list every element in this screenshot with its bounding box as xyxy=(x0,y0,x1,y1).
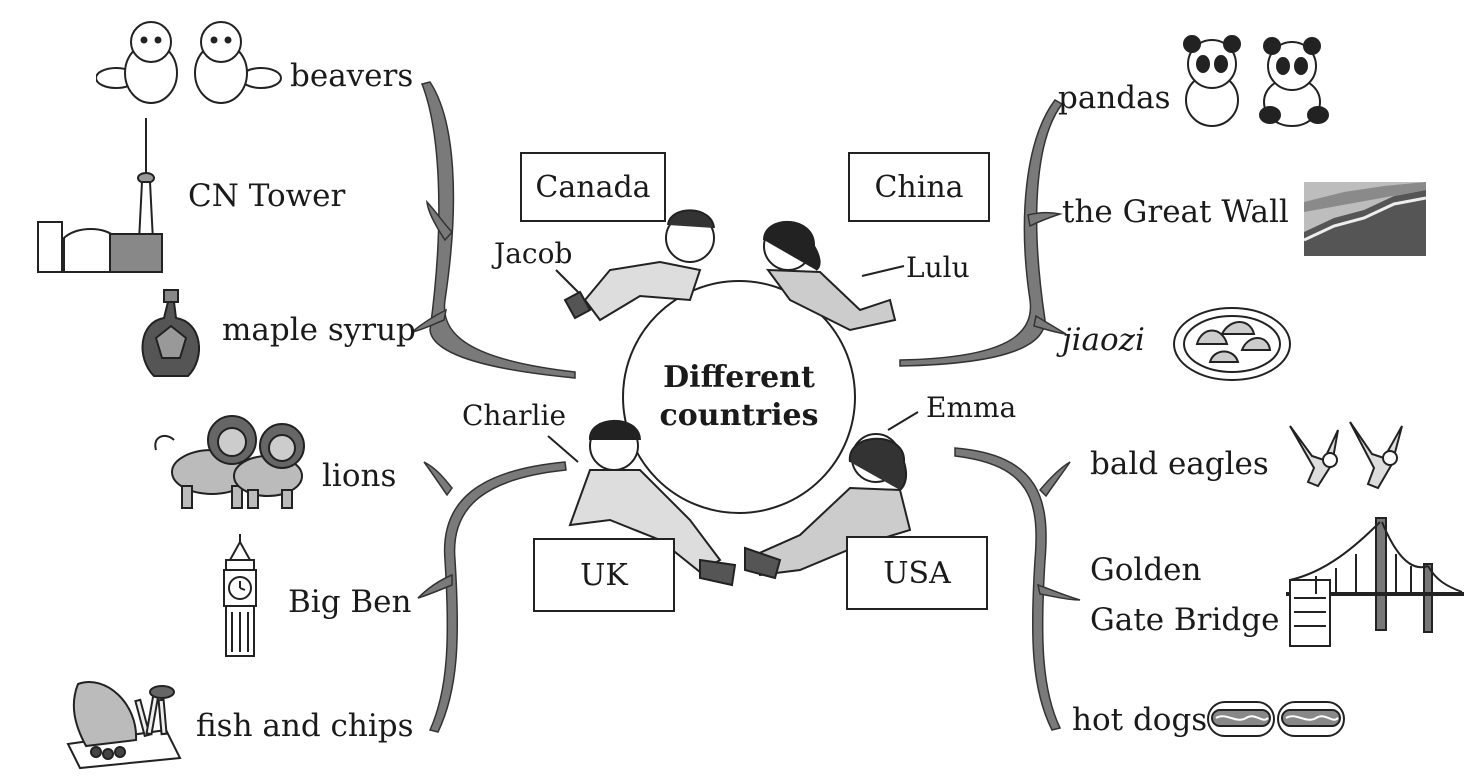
country-name-canada: Canada xyxy=(535,169,651,205)
item-fish-and-chips: fish and chips xyxy=(196,708,414,744)
item-hot-dogs: hot dogs xyxy=(1072,702,1208,738)
item-golden-gate-line2: Gate Bridge xyxy=(1090,602,1280,638)
item-great-wall: the Great Wall xyxy=(1062,194,1289,230)
item-jiaozi: jiaozi xyxy=(1062,322,1145,358)
country-box-uk: UK xyxy=(533,538,675,612)
child-name-charlie: Charlie xyxy=(462,399,567,432)
country-box-usa: USA xyxy=(846,536,988,610)
bald-eagle-icon xyxy=(1289,421,1403,490)
cn-tower-icon xyxy=(37,118,163,273)
country-box-canada: Canada xyxy=(520,152,666,222)
great-wall-icon xyxy=(1304,182,1426,256)
country-box-china: China xyxy=(848,152,990,222)
fish-and-chips-icon xyxy=(66,681,182,770)
child-name-jacob: Jacob xyxy=(494,237,573,270)
item-beavers: beavers xyxy=(290,58,414,94)
hot-dog-icon xyxy=(1207,701,1345,737)
dumplings-plate-icon xyxy=(1173,307,1291,381)
big-ben-icon xyxy=(223,534,257,657)
panda-icon xyxy=(1183,35,1329,127)
item-maple-syrup: maple syrup xyxy=(222,312,416,348)
child-name-lulu: Lulu xyxy=(906,251,970,284)
item-pandas: pandas xyxy=(1058,80,1171,116)
country-name-usa: USA xyxy=(883,555,951,591)
country-name-china: China xyxy=(874,169,964,205)
child-name-emma: Emma xyxy=(926,391,1017,424)
center-title-line2: countries xyxy=(659,398,819,433)
country-name-uk: UK xyxy=(580,557,628,593)
maple-syrup-bottle-icon xyxy=(141,289,201,377)
beaver-icon xyxy=(96,21,282,104)
item-golden-gate-line1: Golden xyxy=(1090,552,1202,588)
center-circle: Different countries xyxy=(622,280,856,514)
item-cn-tower: CN Tower xyxy=(188,178,346,214)
item-bald-eagles: bald eagles xyxy=(1090,446,1269,482)
golden-gate-bridge-icon xyxy=(1286,517,1464,647)
item-big-ben: Big Ben xyxy=(288,584,412,620)
item-lions: lions xyxy=(322,458,397,494)
center-title-line1: Different xyxy=(663,360,815,395)
lion-icon xyxy=(154,415,305,509)
